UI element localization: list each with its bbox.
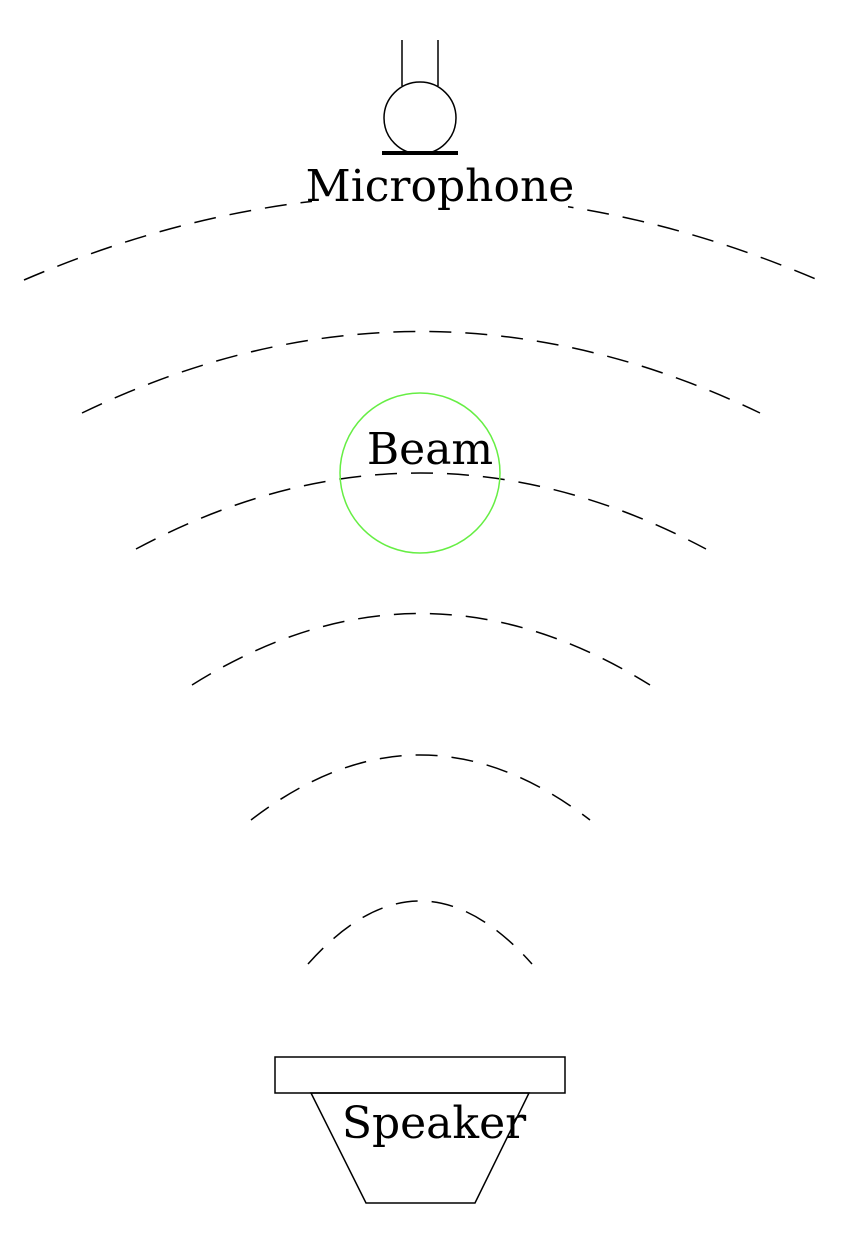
sound-wave-arc-2 [81, 330, 761, 414]
microphone-label: Microphone [306, 161, 575, 212]
speaker-top-plate [274, 1056, 566, 1094]
sound-wave-arc-6 [307, 900, 533, 965]
beam-label: Beam [367, 424, 493, 475]
speaker-cone [309, 1092, 531, 1204]
microphone-label-background [312, 160, 568, 210]
microphone-head [383, 81, 457, 155]
sound-waves [23, 194, 819, 965]
microphone [382, 40, 458, 155]
speaker [274, 1056, 566, 1204]
sound-wave-arc-4 [191, 612, 651, 686]
speaker-label: Speaker [342, 1098, 527, 1149]
sound-wave-arc-3 [135, 472, 707, 550]
beam-circle [339, 392, 501, 554]
sound-wave-arc-5 [250, 754, 591, 821]
